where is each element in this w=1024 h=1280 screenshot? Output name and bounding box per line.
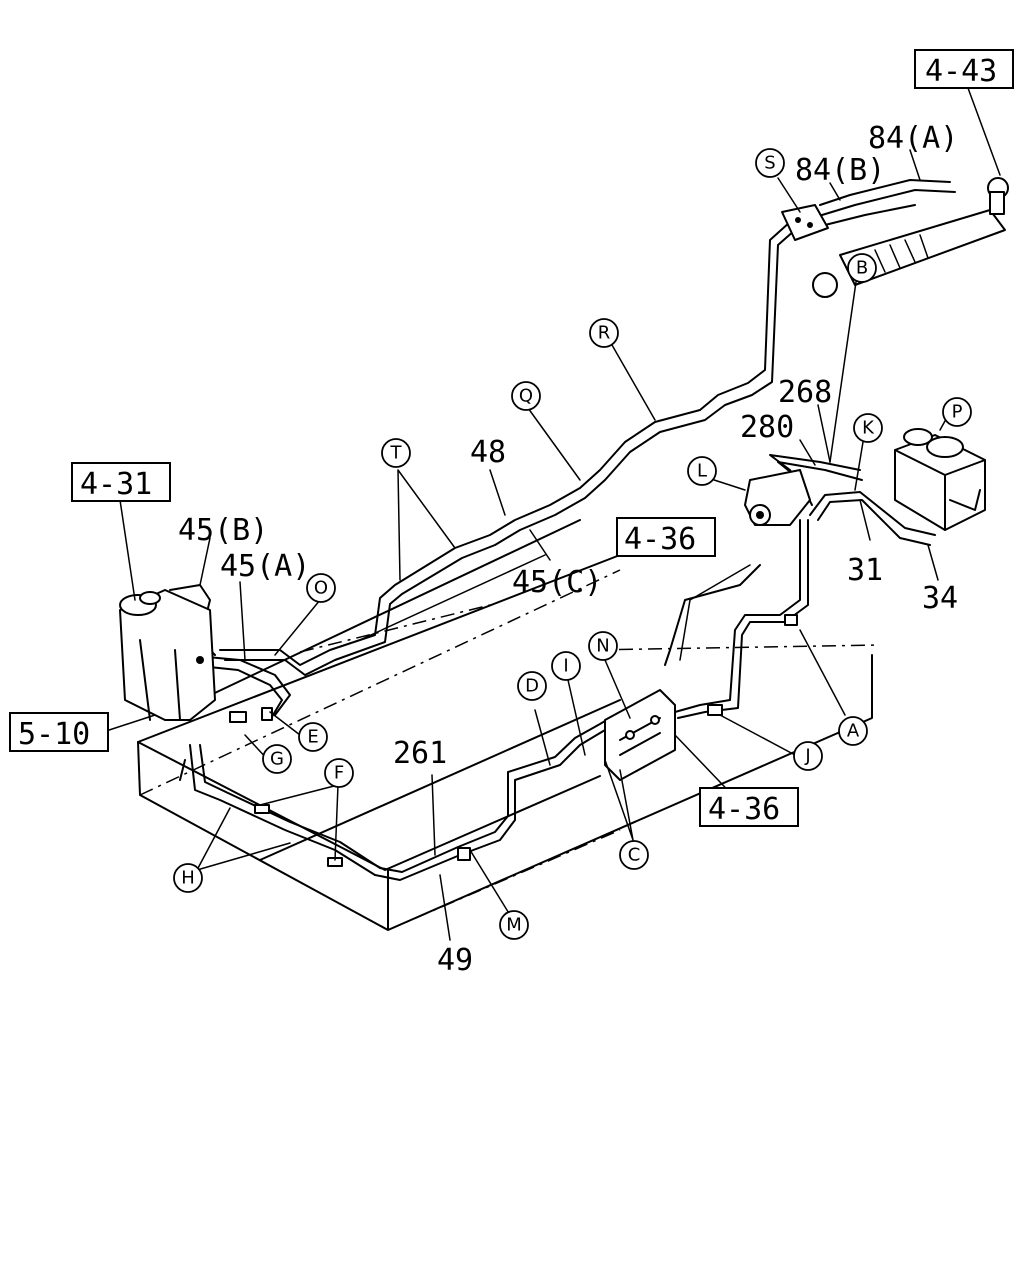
callout-c[interactable]: C [619, 840, 649, 870]
reference-box-4-36-upper[interactable]: 4-36 [616, 517, 716, 557]
reference-box-4-36-lower[interactable]: 4-36 [699, 787, 799, 827]
part-label-31: 31 [847, 553, 883, 588]
callout-h[interactable]: H [173, 863, 203, 893]
callout-letter: H [181, 868, 195, 889]
part-label-84b: 84(B) [795, 153, 885, 188]
callout-letter: K [862, 418, 875, 439]
callout-letter: T [390, 443, 403, 464]
reference-label: 4-36 [708, 792, 780, 827]
callout-s[interactable]: S [755, 148, 785, 178]
master-cylinder-unit [119, 589, 216, 721]
booster-l [744, 469, 811, 526]
reference-box-4-31[interactable]: 4-31 [71, 462, 171, 502]
callout-letter: I [563, 656, 568, 677]
reference-label: 4-31 [80, 467, 152, 502]
part-label-45a: 45(A) [220, 549, 310, 584]
callout-letter: L [697, 461, 707, 482]
callout-letter: D [525, 676, 539, 697]
callout-letter: C [628, 845, 641, 866]
part-label-84a: 84(A) [868, 121, 958, 156]
callout-b[interactable]: B [847, 253, 877, 283]
callout-letter: B [856, 258, 868, 279]
reference-box-4-43[interactable]: 4-43 [914, 49, 1014, 89]
part-label-45b: 45(B) [178, 513, 268, 548]
reference-box-5-10[interactable]: 5-10 [9, 712, 109, 752]
callout-letter: E [307, 727, 318, 748]
callout-letter: P [952, 402, 963, 423]
reference-label: 4-36 [624, 522, 696, 557]
callout-letter: N [596, 636, 609, 657]
callout-e[interactable]: E [298, 722, 328, 752]
part-number-labels: 84(A) 84(B) 268 280 48 45(C) 45(B) 45(A)… [178, 121, 958, 978]
part-label-261: 261 [393, 736, 447, 771]
callout-m[interactable]: M [499, 910, 529, 940]
junction-block-s [781, 204, 829, 241]
chassis-frame [137, 519, 881, 931]
callout-j[interactable]: J [793, 741, 823, 771]
callout-letter: Q [519, 386, 533, 407]
clips [229, 614, 798, 867]
callout-i[interactable]: I [551, 651, 581, 681]
part-label-45c: 45(C) [512, 565, 602, 600]
callout-letter: S [764, 153, 775, 174]
callout-letter: J [804, 746, 810, 767]
callout-o[interactable]: O [306, 573, 336, 603]
callout-letter: M [506, 915, 522, 936]
callout-p[interactable]: P [942, 397, 972, 427]
slave-cylinder [812, 177, 1009, 298]
reservoir [894, 428, 986, 531]
callout-q[interactable]: Q [511, 381, 541, 411]
callout-f[interactable]: F [324, 758, 354, 788]
callout-r[interactable]: R [589, 318, 619, 348]
callout-letter: F [334, 763, 344, 784]
callout-n[interactable]: N [588, 631, 618, 661]
reference-label: 4-43 [925, 54, 997, 89]
callout-g[interactable]: G [262, 744, 292, 774]
part-label-48: 48 [470, 435, 506, 470]
callout-l[interactable]: L [687, 456, 717, 486]
callout-letter: G [270, 749, 284, 770]
valve-block-4-36 [604, 689, 676, 781]
callout-letter: R [598, 323, 611, 344]
callout-d[interactable]: D [517, 671, 547, 701]
callout-t[interactable]: T [381, 438, 411, 468]
leader-lines [99, 87, 1001, 941]
reference-label: 5-10 [18, 717, 90, 752]
part-label-280: 280 [740, 410, 794, 445]
callout-a[interactable]: A [838, 716, 868, 746]
part-label-49: 49 [437, 943, 473, 978]
callout-k[interactable]: K [853, 413, 883, 443]
part-label-34: 34 [922, 581, 958, 616]
part-label-268: 268 [778, 375, 832, 410]
callout-letter: A [847, 721, 860, 742]
callout-letter: O [314, 578, 328, 599]
